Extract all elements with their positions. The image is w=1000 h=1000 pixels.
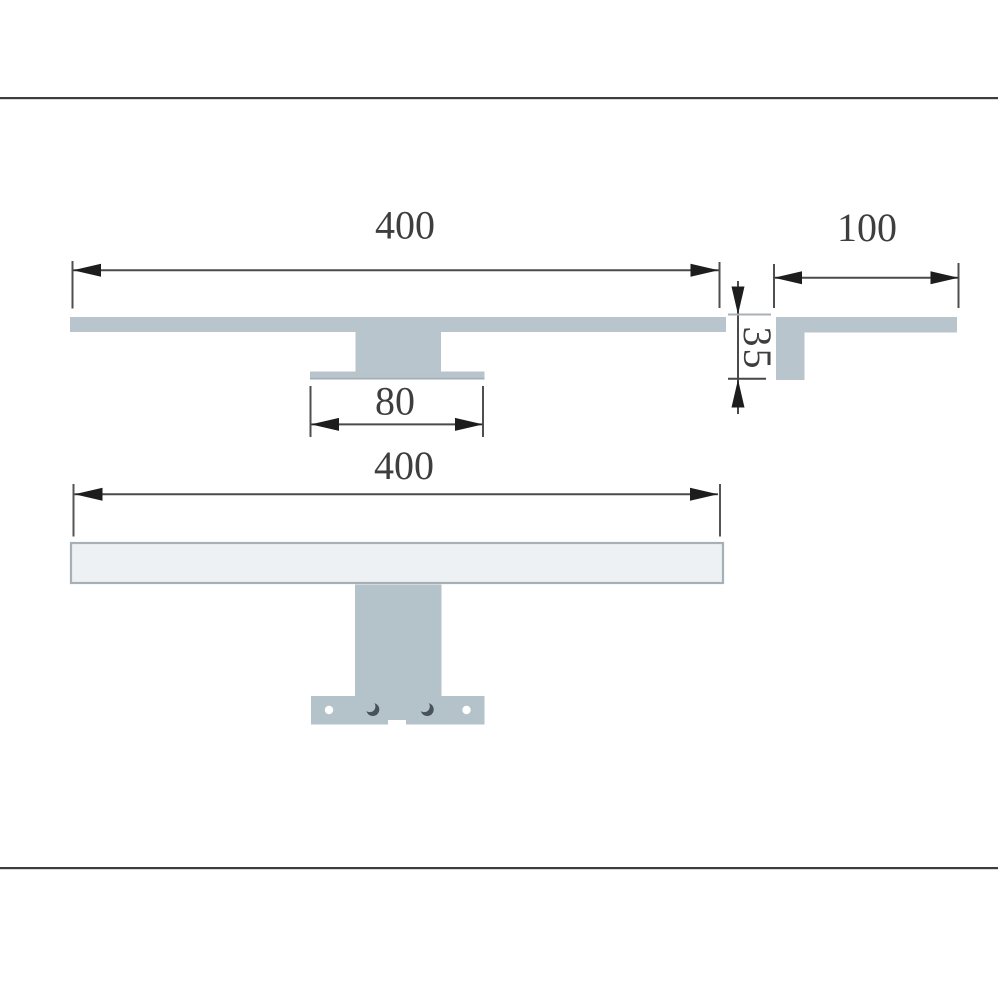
svg-text:35: 35 [735, 327, 780, 371]
svg-text:400: 400 [375, 203, 435, 248]
svg-text:100: 100 [837, 205, 897, 250]
svg-text:400: 400 [374, 443, 434, 488]
svg-text:80: 80 [375, 379, 415, 424]
